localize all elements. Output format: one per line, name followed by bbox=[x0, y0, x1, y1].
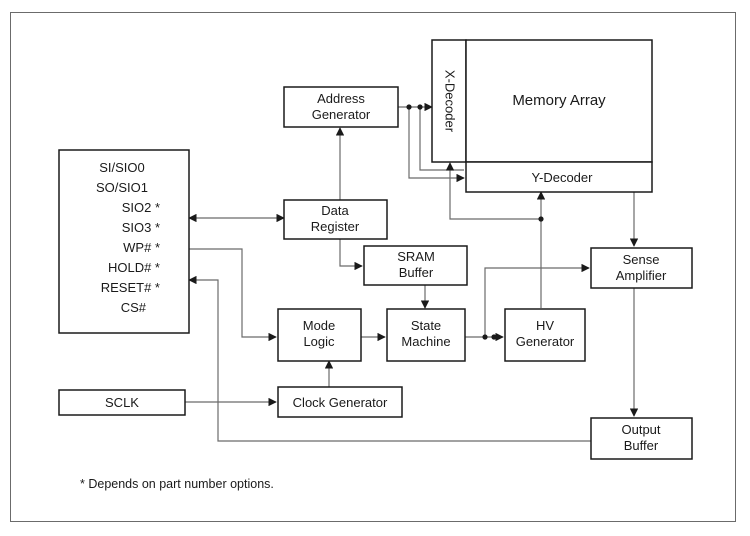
pin-label: CS# bbox=[121, 300, 147, 315]
wire-addrgen-to-ydecoder bbox=[408, 107, 465, 183]
wire-hvgen-to-xdecoder bbox=[445, 162, 541, 220]
hv-generator-block: HV Generator bbox=[504, 308, 586, 362]
block-label: Y-Decoder bbox=[532, 170, 594, 185]
block-label: Sense bbox=[623, 252, 660, 267]
state-machine-block: State Machine bbox=[386, 308, 466, 362]
block-label: Clock Generator bbox=[293, 395, 388, 410]
x-decoder-block: X-Decoder bbox=[431, 39, 467, 163]
block-label: Output bbox=[621, 422, 660, 437]
data-register-block: Data Register bbox=[283, 199, 388, 240]
block-label: SCLK bbox=[105, 395, 139, 410]
block-label: Generator bbox=[516, 334, 575, 349]
block-label: Machine bbox=[401, 334, 450, 349]
block-label: Buffer bbox=[399, 265, 434, 280]
junction-dot bbox=[538, 216, 544, 222]
junction-dot bbox=[406, 104, 412, 110]
wire-wp-to-modelogic bbox=[189, 248, 277, 342]
block-label: Memory Array bbox=[512, 92, 606, 109]
y-decoder-block: Y-Decoder bbox=[465, 161, 653, 193]
output-buffer-block: Output Buffer bbox=[590, 417, 693, 460]
pin-label: SIO2 * bbox=[122, 200, 160, 215]
block-label: Amplifier bbox=[616, 268, 667, 283]
clock-generator-block: Clock Generator bbox=[277, 386, 403, 418]
block-label: Buffer bbox=[624, 438, 659, 453]
sram-buffer-block: SRAM Buffer bbox=[363, 245, 468, 286]
junction-dot bbox=[482, 334, 488, 340]
sense-amplifier-block: Sense Amplifier bbox=[590, 247, 693, 289]
mode-logic-block: Mode Logic bbox=[277, 308, 362, 362]
block-label: Generator bbox=[312, 107, 371, 122]
block-label: SRAM bbox=[397, 249, 435, 264]
block-label: X-Decoder bbox=[443, 70, 458, 133]
pin-label: SIO3 * bbox=[122, 220, 160, 235]
address-generator-block: Address Generator bbox=[283, 86, 399, 128]
sclk-block: SCLK bbox=[58, 389, 186, 416]
block-label: Data bbox=[321, 203, 349, 218]
pin-label: HOLD# * bbox=[108, 260, 160, 275]
connections bbox=[185, 102, 639, 442]
memory-array-block: Memory Array bbox=[465, 39, 653, 163]
block-label: Address bbox=[317, 91, 365, 106]
block-label: HV bbox=[536, 318, 554, 333]
wire-statemachine-to-senseamp bbox=[484, 263, 590, 337]
pin-label: SI/SIO0 bbox=[99, 160, 145, 175]
pin-block: SI/SIO0 SO/SIO1 SIO2 * SIO3 * WP# * HOLD… bbox=[58, 149, 190, 334]
junction-dot bbox=[417, 104, 423, 110]
pin-label: WP# * bbox=[123, 240, 160, 255]
block-label: State bbox=[411, 318, 441, 333]
footnote: * Depends on part number options. bbox=[80, 477, 274, 491]
block-label: Logic bbox=[303, 334, 335, 349]
wire-datareg-to-sram bbox=[339, 239, 363, 271]
wire-outputbuffer-to-pins bbox=[188, 275, 591, 442]
block-label: Register bbox=[311, 219, 360, 234]
pin-label: RESET# * bbox=[101, 280, 160, 295]
block-label: Mode bbox=[303, 318, 336, 333]
junction-dot bbox=[491, 334, 497, 340]
pin-label: SO/SIO1 bbox=[96, 180, 148, 195]
